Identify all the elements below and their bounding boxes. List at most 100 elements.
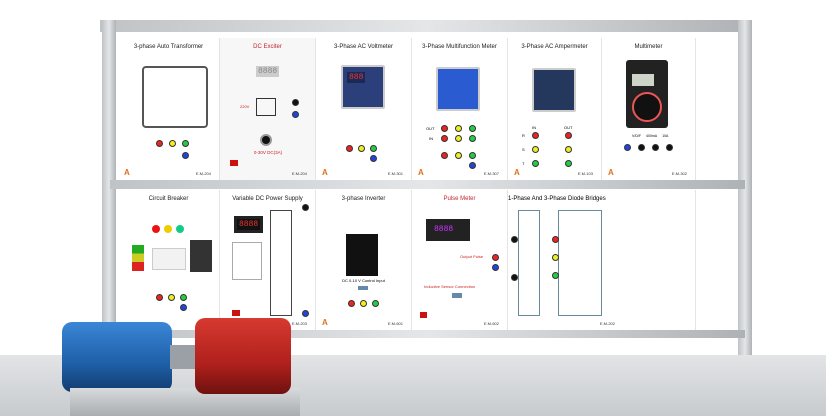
- jack-t[interactable]: [552, 272, 559, 279]
- jack-r[interactable]: [156, 140, 163, 147]
- jack-v3[interactable]: [469, 152, 476, 159]
- logo: A: [124, 168, 130, 177]
- jack-r[interactable]: [156, 294, 163, 301]
- jack-t[interactable]: [370, 145, 377, 152]
- inverter-unit: [346, 234, 378, 276]
- jack-n[interactable]: [180, 304, 187, 311]
- jack-r[interactable]: [348, 300, 355, 307]
- jack-ac1[interactable]: [511, 236, 518, 243]
- jack-s[interactable]: [358, 145, 365, 152]
- jack-in-t[interactable]: [469, 135, 476, 142]
- jack-in-s[interactable]: [455, 135, 462, 142]
- jack-com[interactable]: [624, 144, 631, 151]
- module-variable-dc-supply: Variable DC Power Supply 8888 E.M-203: [220, 190, 316, 330]
- module-code: E.M-203: [291, 321, 307, 326]
- jack-positive[interactable]: [292, 99, 299, 106]
- jack-in-r[interactable]: [441, 135, 448, 142]
- blue-motor: [62, 322, 172, 392]
- jack-out-t[interactable]: [469, 125, 476, 132]
- logo: A: [608, 168, 614, 177]
- indicator-red: [152, 225, 160, 233]
- breaker[interactable]: [152, 248, 186, 270]
- power-switch[interactable]: [230, 160, 238, 166]
- range-dial[interactable]: [632, 92, 662, 122]
- module-code: E.M-301: [387, 171, 403, 176]
- digits: 888: [347, 72, 366, 83]
- lcd: [632, 74, 654, 86]
- input-label: 220V: [240, 104, 250, 109]
- module-title: Multimeter: [634, 44, 663, 50]
- module-ac-voltmeter: 3-Phase AC Voltmeter 888 A E.M-301: [316, 38, 412, 180]
- module-auto-transformer: 3-phase Auto Transformer A E.M-204: [118, 38, 220, 180]
- jack-n[interactable]: [469, 162, 476, 169]
- jack-v[interactable]: [638, 144, 645, 151]
- logo: A: [418, 168, 424, 177]
- voltmeter-display: 888: [341, 65, 385, 109]
- module-circuit-breaker: Circuit Breaker: [118, 190, 220, 330]
- control-connector[interactable]: [358, 286, 368, 290]
- jack-s[interactable]: [360, 300, 367, 307]
- indicator-yellow: [164, 225, 172, 233]
- module-pulse-meter: Pulse Meter 8888 Output Pulse Inductive …: [412, 190, 508, 330]
- jack-pulse-gnd[interactable]: [492, 264, 499, 271]
- jack-s-in[interactable]: [532, 146, 539, 153]
- display: 8888: [256, 66, 280, 77]
- label-r: R: [522, 133, 525, 138]
- jack-s[interactable]: [169, 140, 176, 147]
- jack-ac2[interactable]: [511, 274, 518, 281]
- knob-label: 0-30V DC(3A): [253, 150, 283, 155]
- row-label-in: IN: [429, 136, 433, 141]
- pulse-display: 8888: [426, 219, 470, 241]
- jack-s-out[interactable]: [565, 146, 572, 153]
- module-title: DC Exciter: [253, 44, 282, 50]
- logo: A: [322, 318, 328, 327]
- module-title: 3-Phase AC Voltmeter: [333, 44, 394, 50]
- module-diode-bridges: 1-Phase And 3-Phase Diode Bridges E.M-20…: [508, 190, 696, 330]
- label-t: T: [522, 161, 525, 166]
- jack-negative[interactable]: [302, 310, 309, 317]
- jack-s[interactable]: [168, 294, 175, 301]
- frame-top-bar: [100, 20, 752, 32]
- indicator-green: [176, 225, 184, 233]
- jack-t-out[interactable]: [565, 160, 572, 167]
- jack-t[interactable]: [372, 300, 379, 307]
- jack-negative[interactable]: [292, 111, 299, 118]
- module-code: E.M-602: [483, 321, 499, 326]
- jack-v2[interactable]: [455, 152, 462, 159]
- jack-out-r[interactable]: [441, 125, 448, 132]
- module-title: 3-Phase AC Ampermeter: [521, 44, 588, 50]
- label-in: IN: [532, 125, 536, 130]
- jack-t[interactable]: [180, 294, 187, 301]
- start-stop-button[interactable]: [132, 245, 144, 271]
- three-phase-bridge: [558, 210, 602, 316]
- jack-r[interactable]: [552, 236, 559, 243]
- sensor-connector[interactable]: [452, 293, 462, 298]
- jack-400ma[interactable]: [652, 144, 659, 151]
- voltage-knob[interactable]: [260, 134, 272, 146]
- jack-n[interactable]: [182, 152, 189, 159]
- jack-10a[interactable]: [666, 144, 673, 151]
- single-phase-bridge: [518, 210, 540, 316]
- multimeter-body: [626, 60, 668, 128]
- red-motor: [195, 318, 291, 394]
- jack-r-in[interactable]: [532, 132, 539, 139]
- jack-t-in[interactable]: [532, 160, 539, 167]
- transformer-symbol: [232, 242, 262, 280]
- label-400ma: 400mA: [646, 134, 658, 138]
- jack-t[interactable]: [182, 140, 189, 147]
- jack-r-out[interactable]: [565, 132, 572, 139]
- module-code: E.M-204: [291, 171, 307, 176]
- jack-v1[interactable]: [441, 152, 448, 159]
- logo: A: [322, 168, 328, 177]
- jack-positive[interactable]: [302, 204, 309, 211]
- jack-r[interactable]: [346, 145, 353, 152]
- jack-pulse-out[interactable]: [492, 254, 499, 261]
- module-title: Variable DC Power Supply: [232, 196, 303, 202]
- module-title: Pulse Meter: [443, 196, 476, 202]
- jack-n[interactable]: [370, 155, 377, 162]
- power-switch[interactable]: [420, 312, 427, 318]
- jack-out-s[interactable]: [455, 125, 462, 132]
- jack-s[interactable]: [552, 254, 559, 261]
- power-switch[interactable]: [232, 310, 240, 316]
